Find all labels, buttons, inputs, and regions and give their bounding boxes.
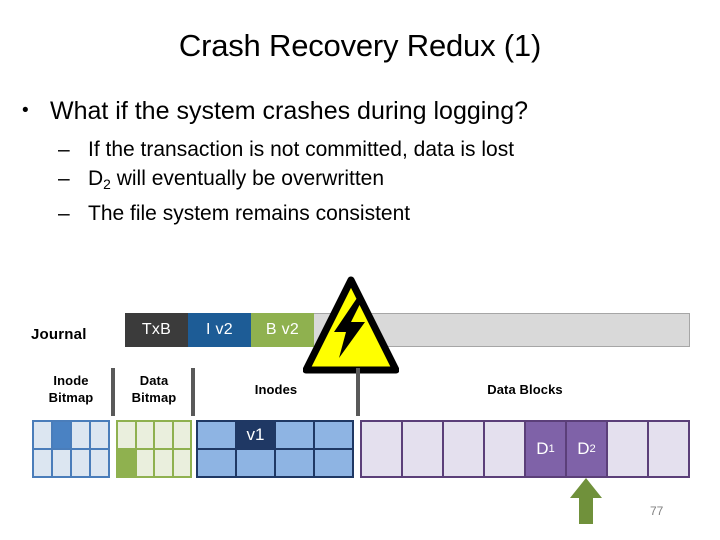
inode-bitmap-cell — [72, 450, 89, 476]
journal-label: Journal — [31, 326, 87, 343]
data-bitmap-cell — [173, 422, 190, 448]
overwrite-arrow-icon — [569, 478, 603, 524]
bullet-text: If the transaction is not committed, dat… — [88, 138, 515, 161]
data-bitmap-cell — [118, 422, 135, 448]
bullet-text: D2 will eventually be overwritten — [88, 167, 385, 192]
section-divider — [191, 368, 195, 416]
data-block-cell-label-subscript: 1 — [548, 443, 555, 455]
bullet-text-pre: D — [88, 167, 104, 190]
inode-bitmap-cell — [53, 422, 70, 448]
bullet-marker: • — [22, 100, 29, 121]
section-label-data-bitmap: Data Bitmap — [116, 372, 192, 406]
inode-cell — [198, 450, 235, 476]
inode-cell — [276, 422, 313, 448]
inode-bitmap-grid — [32, 420, 110, 478]
data-bitmap-grid — [116, 420, 192, 478]
data-block-cell — [444, 422, 483, 476]
data-bitmap-cell — [136, 450, 153, 476]
data-bitmap-cell — [136, 422, 153, 448]
data-block-cell — [649, 422, 688, 476]
data-block-cell-label: D — [536, 439, 549, 458]
data-block-cell — [362, 422, 401, 476]
data-bitmap-cell — [173, 450, 190, 476]
inode-cell-labeled: v1 — [237, 422, 274, 448]
inode-cell — [276, 450, 313, 476]
inode-cell — [315, 450, 352, 476]
bullet-marker: – — [58, 167, 70, 190]
bullet-text-post: will eventually be overwritten — [110, 167, 385, 190]
page-title: Crash Recovery Redux (1) — [178, 28, 542, 63]
section-label-inodes: Inodes — [254, 382, 298, 397]
section-divider — [111, 368, 115, 416]
data-bitmap-cell — [155, 422, 172, 448]
crash-warning-icon — [302, 276, 400, 376]
label-line-1: Data — [139, 373, 169, 388]
inode-bitmap-cell — [34, 422, 51, 448]
inodes-grid: v1 — [196, 420, 354, 478]
bullet-text: What if the system crashes during loggin… — [50, 97, 529, 125]
data-block-cell — [485, 422, 524, 476]
inode-bitmap-cell — [53, 450, 70, 476]
journal-block-txb: TxB — [125, 313, 188, 347]
section-label-inode-bitmap: Inode Bitmap — [32, 372, 110, 406]
inode-bitmap-cell — [91, 422, 108, 448]
label-line-1: Inode — [53, 373, 89, 388]
inode-bitmap-cell — [72, 422, 89, 448]
data-block-cell-label-subscript: 2 — [589, 443, 596, 455]
data-block-cell-label: D — [577, 439, 590, 458]
section-label-data-blocks: Data Blocks — [487, 382, 563, 397]
bullet-level2: – The file system remains consistent — [14, 199, 706, 228]
bullet-marker: – — [58, 201, 70, 225]
data-block-cell — [403, 422, 442, 476]
filesystem-diagram: Journal TxB I v2 B v2 Inode Bitmap Data … — [0, 268, 720, 540]
bullet-text: The file system remains consistent — [88, 201, 411, 225]
journal-block-bitmap-v2: B v2 — [251, 313, 314, 347]
inode-cell — [237, 450, 274, 476]
inode-bitmap-cell — [34, 450, 51, 476]
bullet-marker: – — [58, 138, 70, 161]
journal-block-inode-v2: I v2 — [188, 313, 251, 347]
journal-blocks: TxB I v2 B v2 — [125, 313, 314, 347]
section-divider — [356, 368, 360, 416]
data-bitmap-cell — [118, 450, 135, 476]
data-block-cell — [608, 422, 647, 476]
label-line-2: Bitmap — [48, 390, 94, 405]
bullet-list: • What if the system crashes during logg… — [14, 95, 706, 228]
bullet-level2: – If the transaction is not committed, d… — [14, 135, 706, 164]
inode-cell — [315, 422, 352, 448]
inode-cell — [198, 422, 235, 448]
inode-bitmap-cell — [91, 450, 108, 476]
page-number: 77 — [650, 504, 664, 518]
bullet-text-subscript: 2 — [103, 175, 111, 192]
bullet-level1: • What if the system crashes during logg… — [14, 95, 706, 127]
label-line-2: Bitmap — [131, 390, 177, 405]
bullet-level2: – D2 will eventually be overwritten — [14, 164, 706, 199]
data-bitmap-cell — [155, 450, 172, 476]
